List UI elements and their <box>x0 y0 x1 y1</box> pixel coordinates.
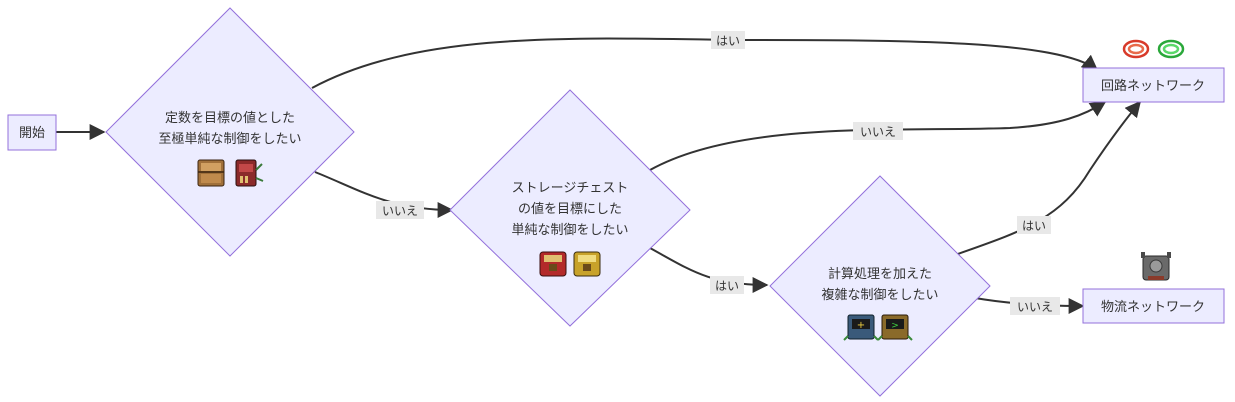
edge-label-q3-no-text: いいえ <box>1017 300 1053 314</box>
wooden-chest-icon <box>197 159 225 187</box>
edge-q1-circuit <box>311 37 1099 89</box>
node-start-label: 開始 <box>19 126 45 141</box>
node-decision-2-line2: の値を目標にした <box>518 201 622 217</box>
red-wire-icon <box>1122 39 1150 59</box>
node-logistic-network-label: 物流ネットワーク <box>1101 300 1205 315</box>
edge-label-q3-yes: はい <box>1017 216 1051 234</box>
edge-label-q3-yes-text: はい <box>1022 219 1046 233</box>
edge-label-q2-no: いいえ <box>853 122 903 140</box>
edges <box>56 37 1142 314</box>
edge-label-q1-yes: はい <box>711 31 745 49</box>
node-start: 開始 <box>7 114 57 151</box>
edge-q2-q3 <box>649 247 769 293</box>
edge-label-q1-no: いいえ <box>376 201 424 219</box>
green-wire-icon <box>1157 39 1185 59</box>
red-chest-icon <box>539 251 567 277</box>
node-circuit-network-label: 回路ネットワーク <box>1101 78 1205 94</box>
node-decision-1: 定数を目標の値とした 至極単純な制御をしたい <box>105 7 355 257</box>
node-decision-3-line2: 複雑な制御をしたい <box>821 287 938 303</box>
node-logistic-network: 物流ネットワーク <box>1082 252 1225 324</box>
arithmetic-combinator-icon: + <box>843 314 879 341</box>
edge-q2-circuit <box>649 101 1107 171</box>
yellow-chest-icon <box>573 251 601 277</box>
node-circuit-network: 回路ネットワーク <box>1082 39 1225 103</box>
edge-label-q2-no-text: いいえ <box>860 125 896 139</box>
node-decision-1-line1: 定数を目標の値とした <box>165 110 295 126</box>
roboport-icon <box>1141 252 1171 281</box>
node-decision-2-line3: 単純な制御をしたい <box>511 222 628 238</box>
edge-label-q1-no-text: いいえ <box>382 204 418 218</box>
node-decision-2-line1: ストレージチェスト <box>512 181 629 196</box>
decider-combinator-icon: > <box>877 314 913 341</box>
constant-combinator-icon <box>235 159 264 187</box>
node-decision-1-line2: 至極単純な制御をしたい <box>158 131 301 147</box>
svg-text:>: > <box>891 321 899 331</box>
edge-q1-q2 <box>314 171 454 218</box>
edge-label-q1-yes-text: はい <box>716 34 740 48</box>
edge-label-q3-no: いいえ <box>1010 297 1060 315</box>
node-decision-3: 計算処理を加えた 複雑な制御をしたい + > <box>769 175 991 397</box>
svg-text:+: + <box>857 320 865 331</box>
edge-q3-circuit <box>954 100 1142 256</box>
node-decision-2: ストレージチェスト の値を目標にした 単純な制御をしたい <box>449 89 691 327</box>
edge-label-q2-yes-text: はい <box>715 279 739 293</box>
node-decision-3-line1: 計算処理を加えた <box>828 266 932 282</box>
edge-label-q2-yes: はい <box>710 276 744 294</box>
